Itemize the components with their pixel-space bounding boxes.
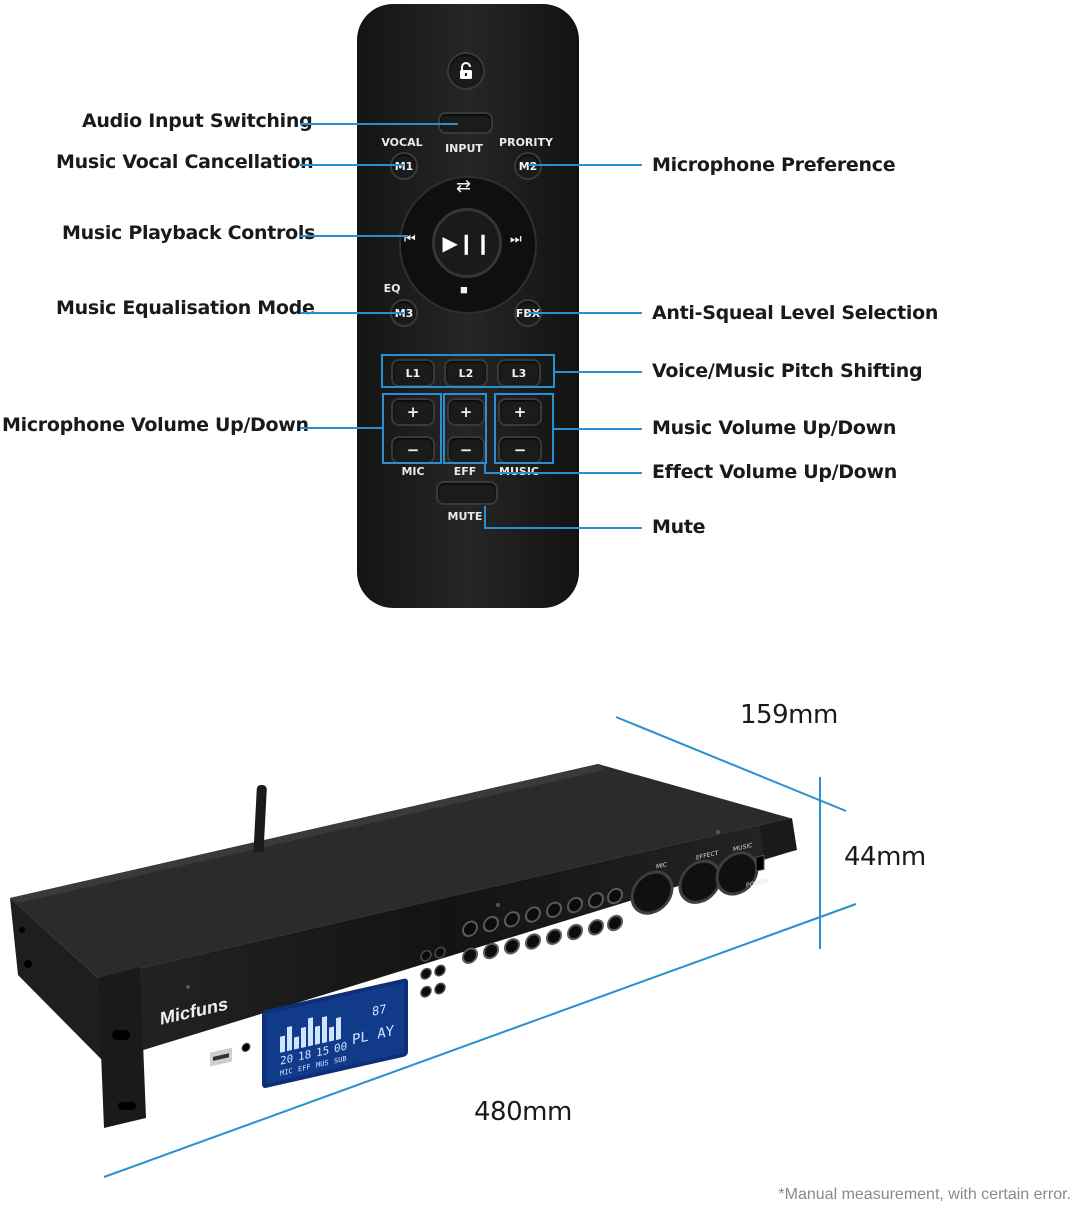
measurement-note: *Manual measurement, with certain error.: [778, 1186, 1071, 1203]
lcd-mic-value: 20: [280, 1052, 293, 1068]
l3-button[interactable]: L3: [497, 359, 541, 387]
callout-vocal-cancel: Music Vocal Cancellation: [56, 151, 314, 173]
lcd-sub-value: 00: [334, 1040, 347, 1056]
callout-mic-volume: Microphone Volume Up/Down: [2, 414, 309, 436]
callout-line: [555, 371, 642, 373]
lcd-mus-value: 15: [316, 1044, 329, 1060]
lcd-sub-label: SUB: [334, 1054, 347, 1066]
eff-plus-button[interactable]: +: [447, 398, 485, 426]
next-icon[interactable]: ⏭: [510, 231, 522, 246]
lcd-eff-label: EFF: [298, 1062, 311, 1074]
music-group-outline: [494, 393, 554, 464]
mute-button[interactable]: [436, 481, 498, 505]
repeat-icon[interactable]: ⇄: [456, 176, 472, 196]
knob-label-mic: MIC: [656, 861, 667, 870]
callout-line: [300, 123, 458, 125]
callout-playback: Music Playback Controls: [62, 222, 316, 244]
mic-minus-button[interactable]: −: [391, 436, 435, 464]
callout-line: [554, 428, 642, 430]
music-label: MUSIC: [494, 465, 544, 478]
height-dimension: 44mm: [844, 842, 926, 872]
power-switch[interactable]: [755, 854, 765, 872]
callout-line: [300, 427, 382, 429]
level-meter: [280, 1016, 341, 1053]
playback-wheel[interactable]: [399, 176, 537, 314]
panel-button: [420, 949, 432, 962]
stop-icon[interactable]: ■: [460, 282, 468, 297]
eff-group-outline: [443, 393, 487, 464]
play-pause-icon[interactable]: ▶❙❙: [432, 208, 502, 278]
callout-line: [300, 164, 404, 166]
lcd-mic-label: MIC: [280, 1066, 293, 1078]
callout-line: [528, 312, 642, 314]
previous-icon[interactable]: ⏮: [404, 231, 416, 246]
width-dimension: 480mm: [474, 1097, 572, 1127]
l1-button[interactable]: L1: [391, 359, 435, 387]
lock-icon: [460, 62, 472, 79]
lcd-mus-label: MUS: [316, 1058, 329, 1070]
callout-effect-volume: Effect Volume Up/Down: [652, 461, 897, 483]
m1-button[interactable]: M1: [390, 152, 418, 180]
prority-label: PRORITY: [499, 136, 553, 149]
input-label: INPUT: [445, 142, 483, 155]
mic-plus-button[interactable]: +: [391, 398, 435, 426]
callout-line: [300, 312, 404, 314]
callout-mute: Mute: [652, 516, 706, 538]
callout-line: [484, 506, 486, 528]
eff-minus-button[interactable]: −: [447, 436, 485, 464]
callout-anti-squeal: Anti-Squeal Level Selection: [652, 302, 939, 324]
panel-button: [420, 967, 432, 980]
callout-pitch-shift: Voice/Music Pitch Shifting: [652, 360, 923, 382]
vocal-label: VOCAL: [381, 136, 423, 149]
panel-button: [434, 982, 446, 995]
callout-line: [528, 164, 642, 166]
callout-mic-preference: Microphone Preference: [652, 154, 896, 176]
lcd-number: 87: [372, 1002, 386, 1019]
knob-label-music: MUSIC: [733, 842, 752, 853]
m2-button[interactable]: M2: [514, 152, 542, 180]
l2-button[interactable]: L2: [444, 359, 488, 387]
antenna: [253, 784, 267, 866]
panel-button: [434, 946, 446, 959]
pitch-group-outline: [381, 354, 555, 388]
depth-dimension: 159mm: [740, 700, 838, 730]
callout-audio-input: Audio Input Switching: [82, 110, 313, 132]
dimension-lines: [103, 716, 857, 1178]
mute-label: MUTE: [447, 510, 483, 523]
callout-line: [484, 472, 642, 474]
eq-label: EQ: [383, 282, 401, 295]
panel-button: [434, 964, 446, 977]
panel-button: [420, 985, 432, 998]
callout-line: [484, 464, 486, 474]
mic-group-outline: [382, 393, 442, 464]
lock-button[interactable]: [447, 52, 485, 90]
eq-knobs[interactable]: [462, 887, 623, 964]
eff-label: EFF: [453, 465, 477, 478]
callout-equalisation: Music Equalisation Mode: [56, 297, 315, 319]
callout-music-volume: Music Volume Up/Down: [652, 417, 897, 439]
music-plus-button[interactable]: +: [498, 398, 542, 426]
mic-label: MIC: [401, 465, 425, 478]
lcd-display: 20 18 15 00 MIC EFF MUS SUB PL AY 87: [262, 978, 408, 1088]
volume-knobs[interactable]: [630, 849, 759, 917]
callout-line: [300, 235, 408, 237]
lcd-eff-value: 18: [298, 1048, 311, 1064]
callout-line: [484, 527, 642, 529]
